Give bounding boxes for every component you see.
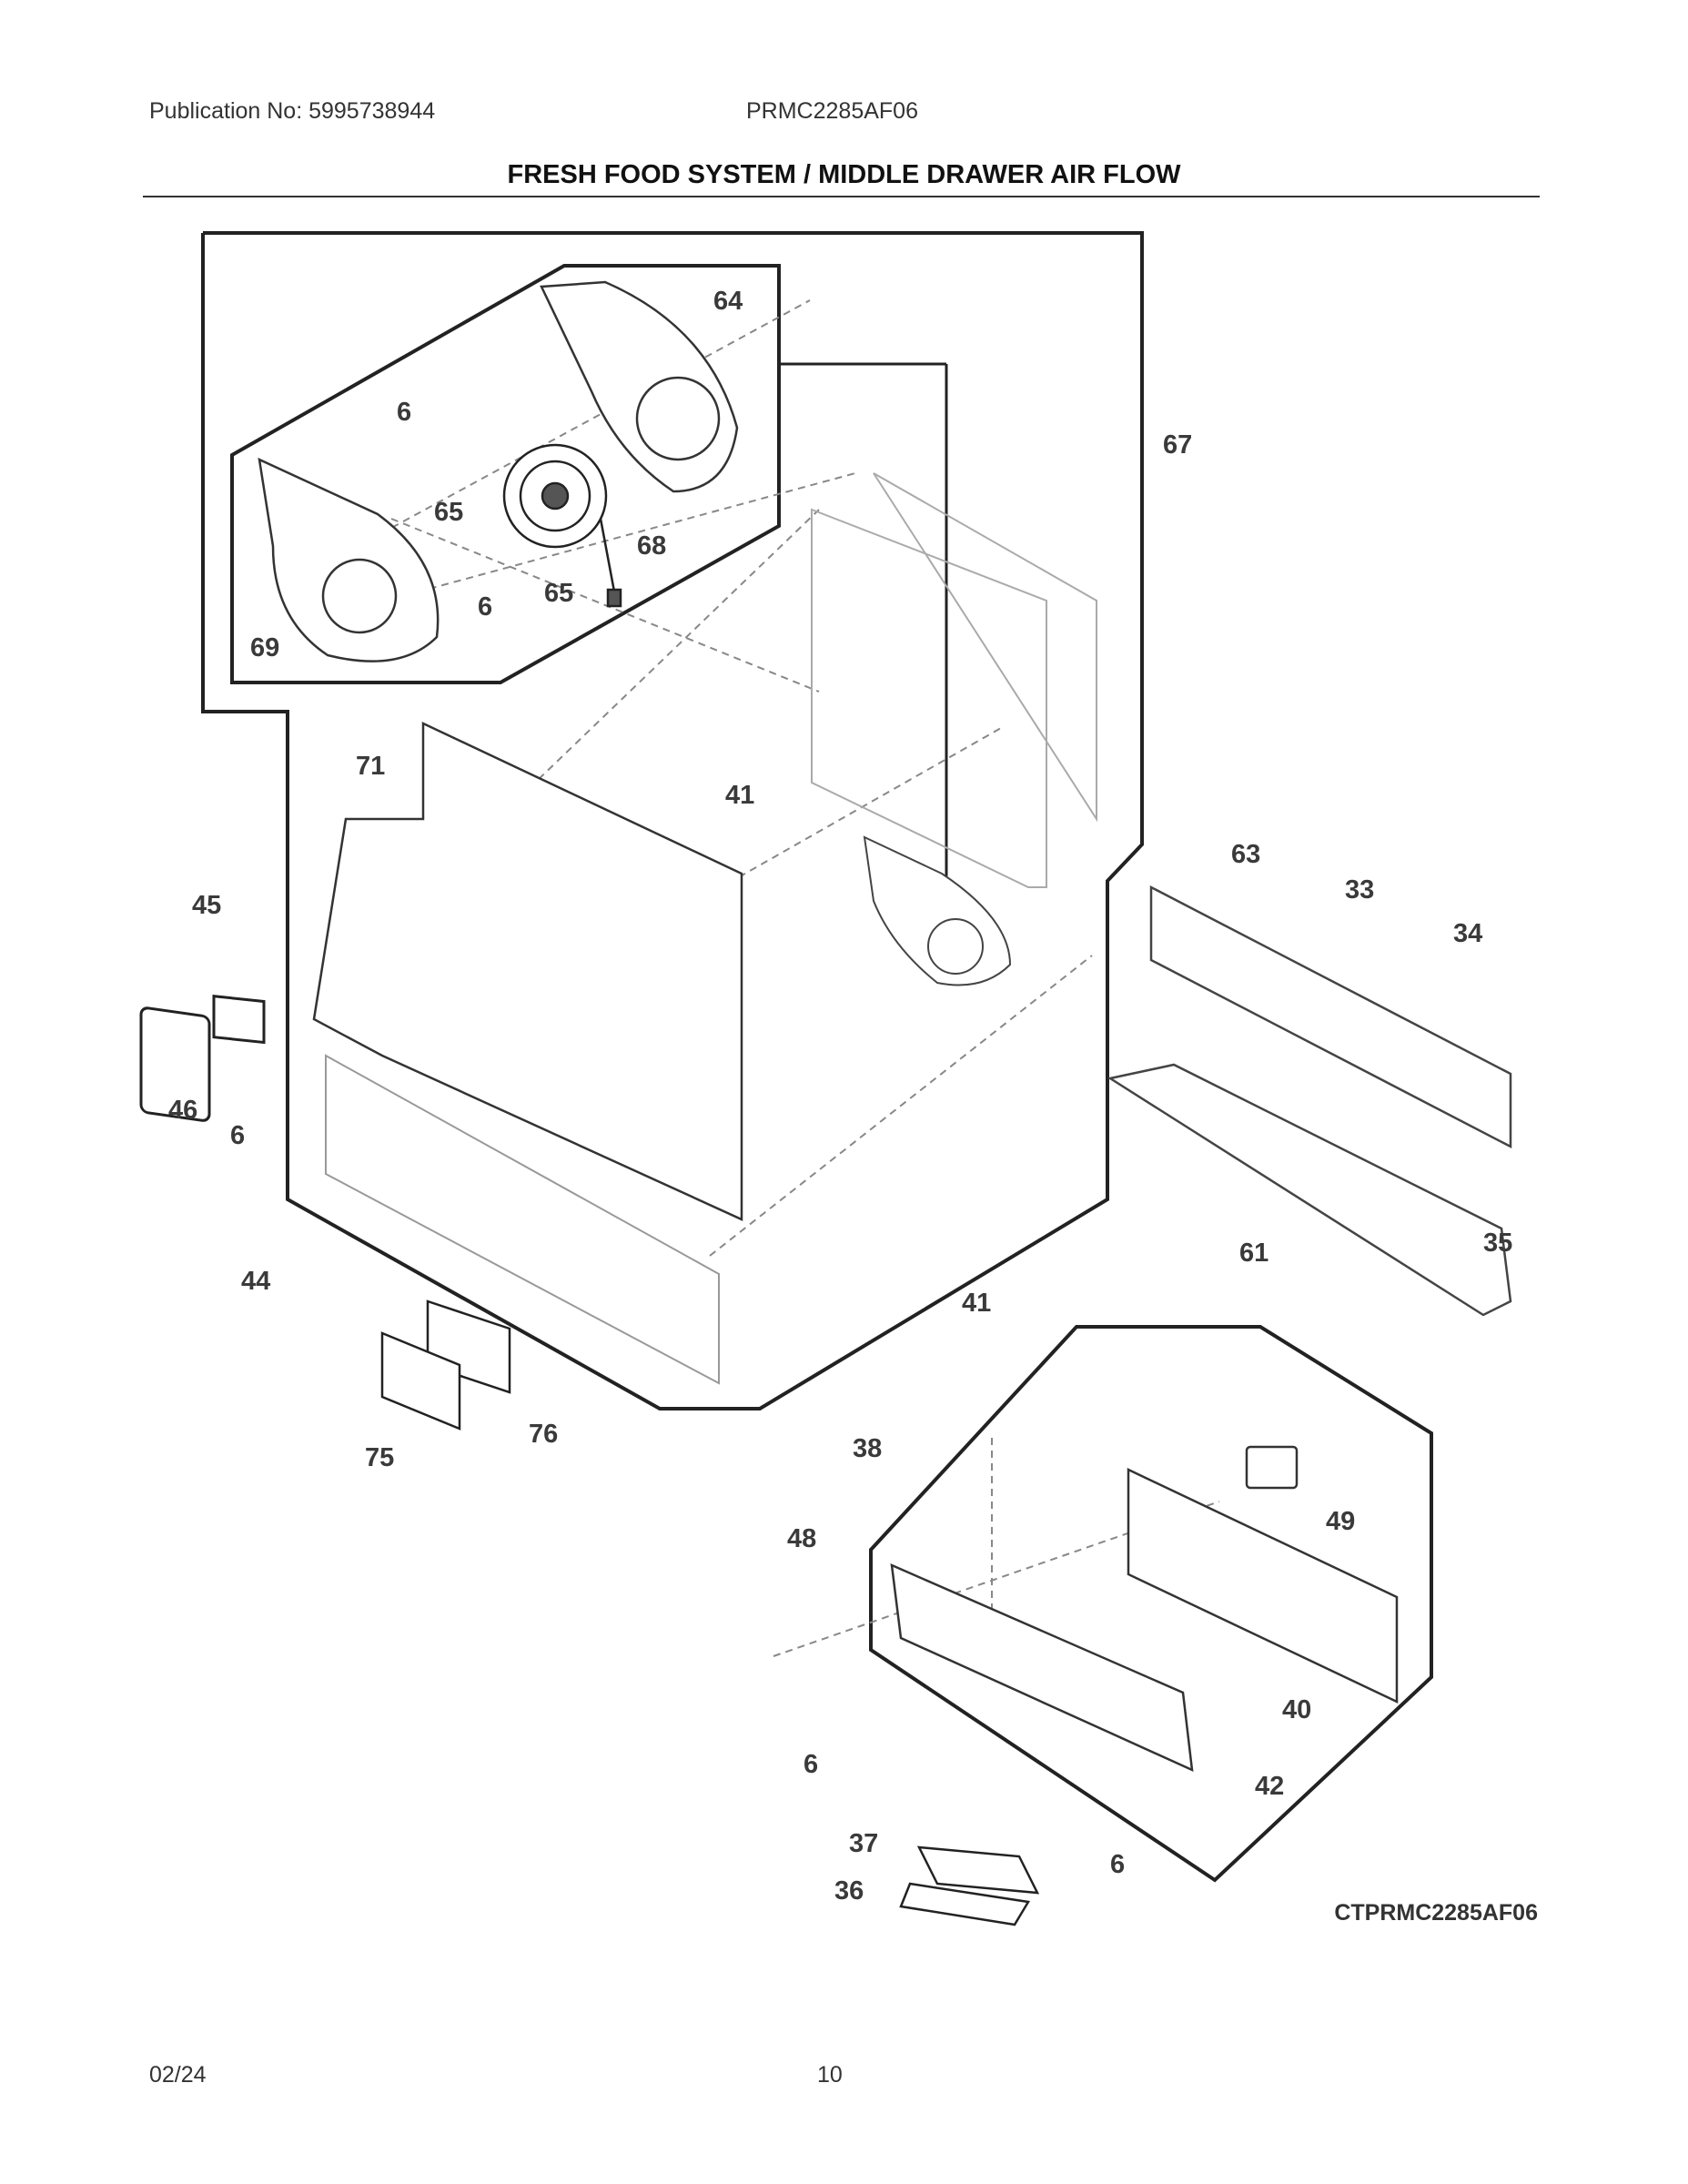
callout: 68 <box>637 531 666 561</box>
callout: 38 <box>853 1434 882 1463</box>
callout: 6 <box>230 1121 245 1150</box>
callout: 35 <box>1483 1228 1512 1258</box>
callout-labels: 64 6 65 68 65 6 69 67 71 41 45 46 6 44 6… <box>168 287 1512 1906</box>
page-number: 10 <box>817 2062 843 2088</box>
fan-housing-64 <box>540 280 739 493</box>
duct-panel-rear <box>811 472 1097 888</box>
callout: 40 <box>1282 1695 1311 1724</box>
callout: 67 <box>1163 430 1192 460</box>
callout: 33 <box>1345 875 1374 905</box>
footer-date: 02/24 <box>149 2062 207 2088</box>
page-title: FRESH FOOD SYSTEM / MIDDLE DRAWER AIR FL… <box>507 160 1181 189</box>
air-duct-71 <box>312 722 743 1221</box>
callout: 71 <box>356 752 385 781</box>
drawer-assembly-38-outline <box>869 1325 1433 1883</box>
callout: 49 <box>1326 1507 1355 1536</box>
callout: 6 <box>1110 1850 1125 1879</box>
callout: 46 <box>168 1096 197 1125</box>
callout: 6 <box>478 592 492 622</box>
filter-45-46 <box>139 995 266 1122</box>
callout: 69 <box>250 633 279 662</box>
callout: 42 <box>1255 1772 1284 1801</box>
callout: 6 <box>397 398 411 427</box>
fan-assembly-outline <box>230 264 781 684</box>
callout: 41 <box>725 781 754 810</box>
fan-68 <box>502 443 622 608</box>
callout: 37 <box>849 1829 878 1858</box>
title-rule <box>143 196 1540 197</box>
fan-housing-69 <box>258 457 440 662</box>
callout: 36 <box>834 1876 864 1906</box>
lower-panel <box>325 1054 720 1385</box>
callout: 65 <box>434 498 463 527</box>
bracket-36-37 <box>899 1845 1040 1926</box>
model-number: PRMC2285AF06 <box>746 98 918 124</box>
publication-number: Publication No: 5995738944 <box>149 98 436 124</box>
bracket-75-76 <box>380 1299 511 1431</box>
callout: 48 <box>787 1524 816 1553</box>
assembly-67-outline <box>201 231 1144 1410</box>
callout: 41 <box>962 1289 991 1318</box>
callout: 63 <box>1231 840 1260 869</box>
callout: 34 <box>1453 919 1482 948</box>
callout: 76 <box>529 1420 558 1449</box>
callout: 65 <box>544 579 573 608</box>
blower-housing-rear <box>863 835 1012 986</box>
evaporator-63 <box>1149 885 1512 1149</box>
callout: 64 <box>713 287 743 316</box>
callout: 45 <box>192 891 221 920</box>
evaporator-cover-61 <box>1107 1063 1512 1317</box>
diagram-code: CTPRMC2285AF06 <box>1334 1900 1538 1926</box>
control-housing-42 <box>890 1445 1399 1773</box>
callout: 44 <box>241 1267 270 1296</box>
callout: 75 <box>365 1443 394 1472</box>
callout: 61 <box>1239 1239 1269 1268</box>
callout: 6 <box>804 1750 818 1779</box>
